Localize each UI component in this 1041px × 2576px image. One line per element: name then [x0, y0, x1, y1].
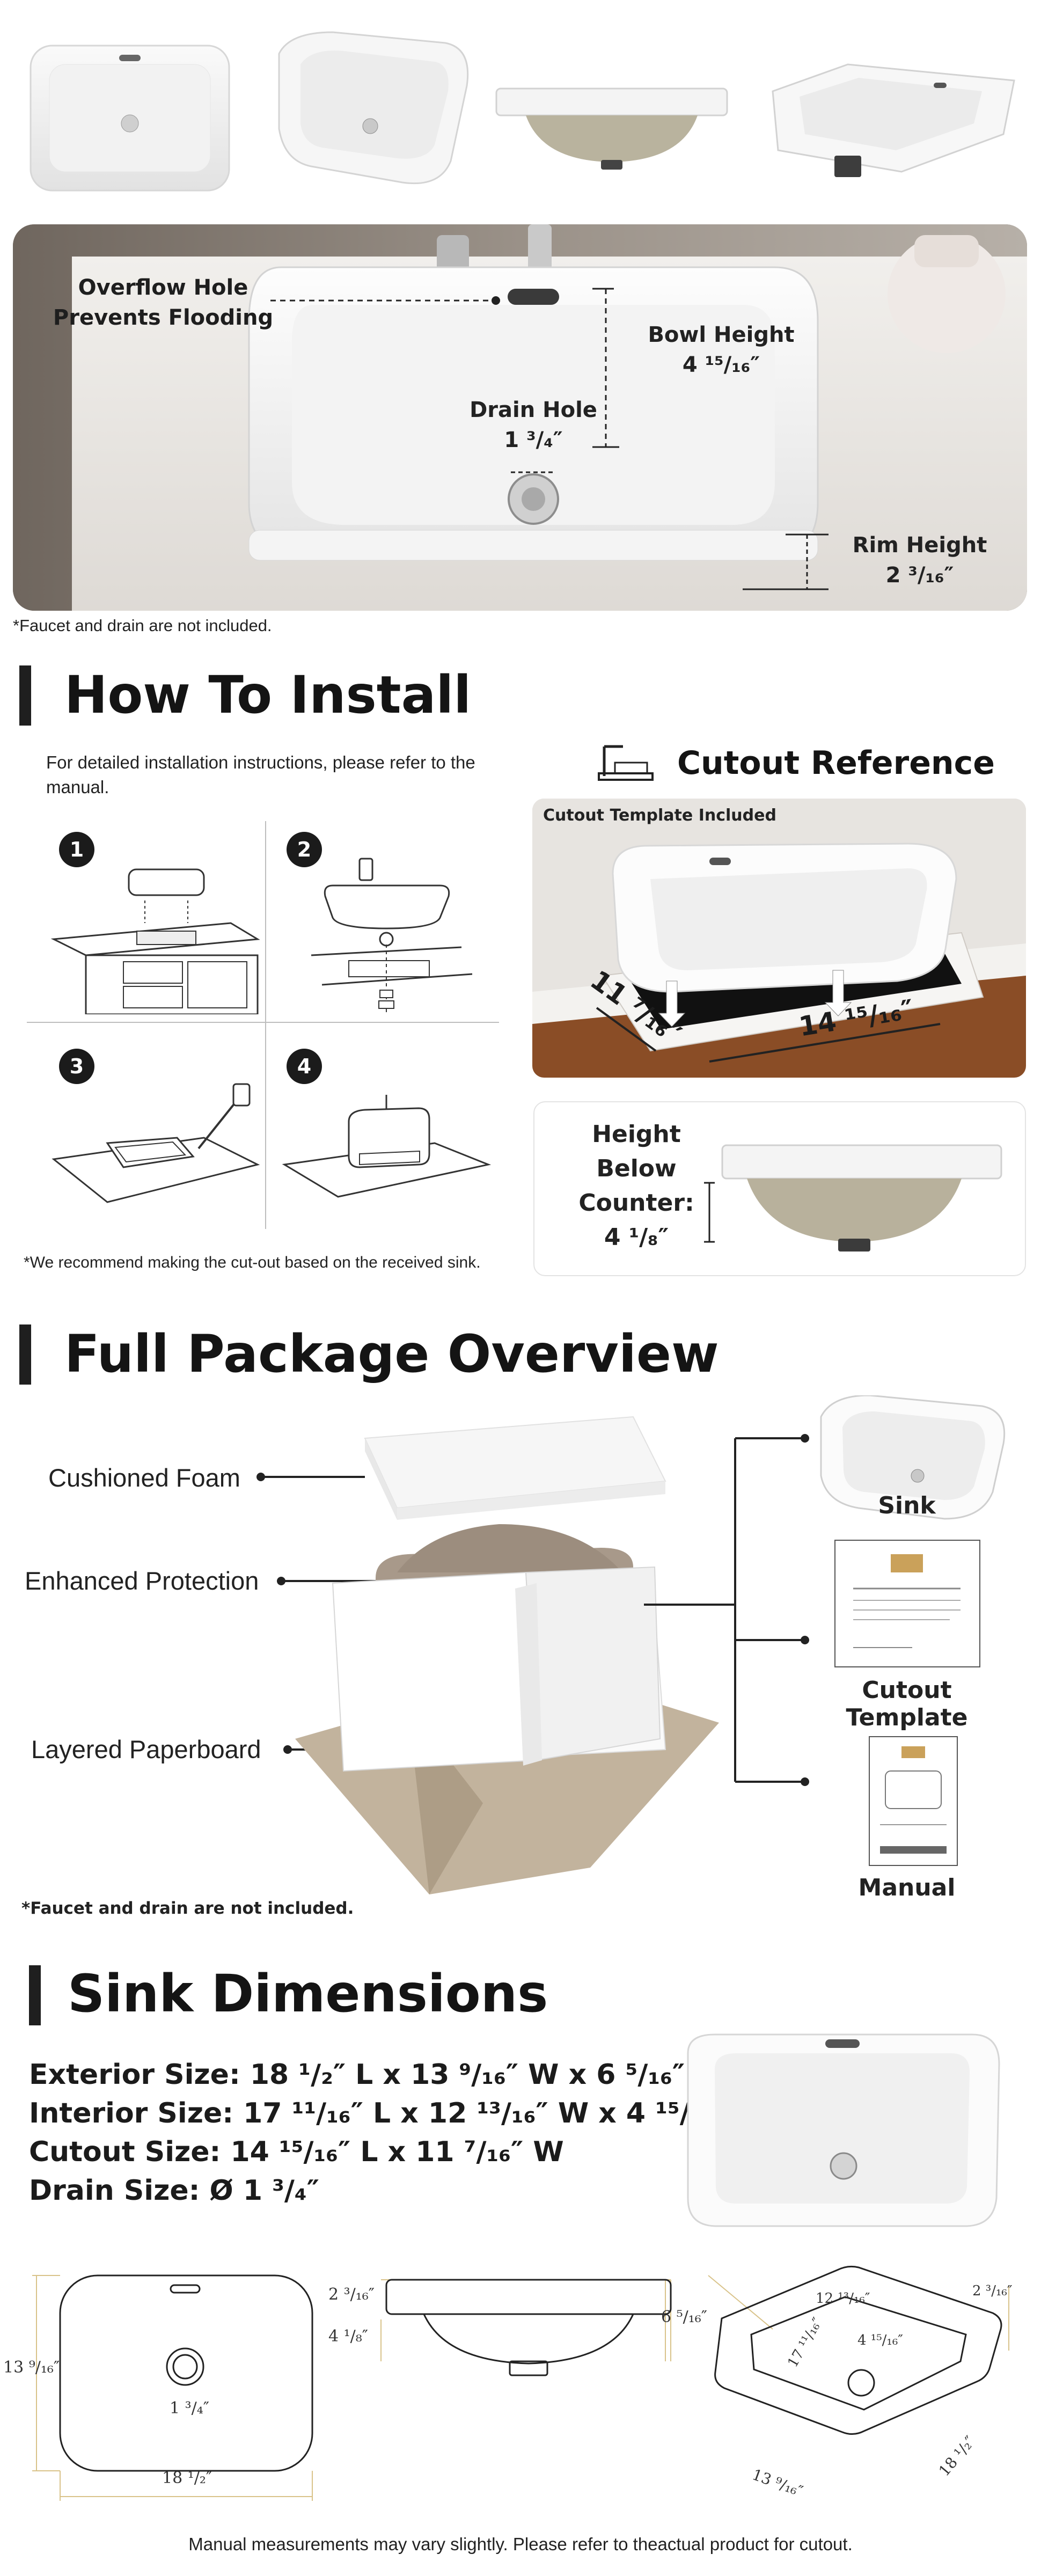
faucet-icon	[598, 745, 654, 781]
protection-label: Enhanced Protection	[25, 1567, 259, 1595]
height-below-counter-card: Height Below Counter: 4 ¹/₈″	[533, 1101, 1026, 1276]
hero-background	[13, 224, 1027, 611]
iso-inner-width-dim: 12 ¹³/₁₆″	[816, 2290, 870, 2307]
hero-diagram: Overflow Hole Prevents Flooding Drain Ho…	[13, 224, 1027, 611]
cutout-photo-art	[532, 799, 1026, 1078]
sink-side-profile	[704, 1144, 1002, 1252]
manual-icon	[869, 1736, 958, 1866]
cutout-photo: Cutout Template Included 11 ⁷/₁₆″ 14 ¹⁵/…	[532, 799, 1026, 1078]
side-rim-dim: 2 ³/₁₆″	[328, 2285, 375, 2304]
cutout-title: Cutout Reference	[677, 744, 995, 782]
spec-drain: Drain Size: Ø 1 ³/₄″	[29, 2175, 319, 2207]
box-icon	[295, 1524, 719, 1894]
iso-depth-dim: 4 ¹⁵/₁₆″	[857, 2332, 903, 2348]
overflow-label: Overflow Hole Prevents Flooding	[53, 275, 274, 330]
cutout-template-label: Cutout Template Included	[543, 806, 776, 825]
sink-thumb-angle-view[interactable]	[268, 21, 478, 199]
sink-thumb-top-view[interactable]	[28, 43, 232, 193]
height-below-counter-label: Height Below Counter: 4 ¹/₈″	[578, 1121, 694, 1251]
package-illustration	[256, 1395, 1006, 1894]
top-width-dim: 13 ⁹/₁₆″	[3, 2358, 60, 2377]
spec-cutout: Cutout Size: 14 ¹⁵/₁₆″ L x 11 ⁷/₁₆″ W	[29, 2136, 564, 2168]
install-title: How To Install	[64, 665, 472, 725]
install-intro: For detailed installation instructions, …	[46, 752, 475, 797]
item-sink-label: Sink	[878, 1492, 936, 1519]
step-2-badge: 2	[287, 832, 322, 867]
section-bar	[19, 1324, 31, 1385]
step-3-illustration	[52, 1083, 260, 1203]
side-view-drawing	[385, 2279, 672, 2376]
step-3-badge: 3	[59, 1049, 94, 1084]
grid-divider-h	[27, 1022, 499, 1023]
sink-icon	[820, 1395, 1006, 1520]
top-length-dim: 18 ¹/₂″	[162, 2469, 212, 2487]
package-title: Full Package Overview	[64, 1324, 719, 1384]
sink-thumb-side-view[interactable]	[494, 86, 730, 172]
foam-icon	[364, 1416, 666, 1520]
side-bowl-dim: 4 ¹/₈″	[328, 2327, 368, 2346]
step-1-badge: 1	[59, 832, 94, 867]
spec-exterior: Exterior Size: 18 ¹/₂″ L x 13 ⁹/₁₆″ W x …	[29, 2059, 718, 2091]
iso-rim-dim: 2 ³/₁₆″	[972, 2283, 1013, 2299]
grid-divider-v	[265, 821, 266, 1229]
dimensions-footer: Manual measurements may vary slightly. P…	[188, 2534, 853, 2554]
spec-interior: Interior Size: 17 ¹¹/₁₆″ L x 12 ¹³/₁₆″ W…	[29, 2097, 760, 2129]
step-4-illustration	[282, 1095, 492, 1198]
item-template-label: Cutout Template	[846, 1677, 968, 1731]
install-note: *We recommend making the cut-out based o…	[24, 1254, 481, 1271]
install-steps-grid: 1 2 3 4	[27, 821, 499, 1229]
rim-height-label: Rim Height 2 ³/₁₆″	[852, 533, 987, 588]
template-icon	[834, 1540, 980, 1667]
dimensions-title: Sink Dimensions	[68, 1964, 548, 2024]
thumbnail-row	[0, 0, 1041, 215]
step-2-illustration	[311, 858, 473, 1014]
side-total-dim: 6 ⁵/₁₆″	[661, 2308, 708, 2326]
paperboard-label: Layered Paperboard	[31, 1735, 261, 1763]
dimension-photo	[687, 2033, 1000, 2227]
foam-label: Cushioned Foam	[48, 1463, 240, 1492]
iso-view-drawing	[714, 2265, 1002, 2435]
section-bar	[19, 665, 31, 726]
drain-hole-label: Drain Hole 1 ³/₄″	[470, 398, 597, 452]
section-bar	[29, 1965, 41, 2025]
step-4-badge: 4	[287, 1049, 322, 1084]
hero-note: *Faucet and drain are not included.	[13, 616, 272, 635]
item-manual-label: Manual	[858, 1874, 956, 1901]
sink-thumb-perspective-view[interactable]	[762, 59, 1020, 177]
top-drain-dim: 1 ³/₄″	[170, 2399, 209, 2418]
package-note: *Faucet and drain are not included.	[21, 1899, 354, 1918]
dimension-drawings	[32, 2265, 1009, 2501]
top-view-drawing	[59, 2274, 313, 2472]
bowl-height-label: Bowl Height 4 ¹⁵/₁₆″	[648, 323, 795, 377]
step-1-illustration	[50, 868, 260, 1014]
